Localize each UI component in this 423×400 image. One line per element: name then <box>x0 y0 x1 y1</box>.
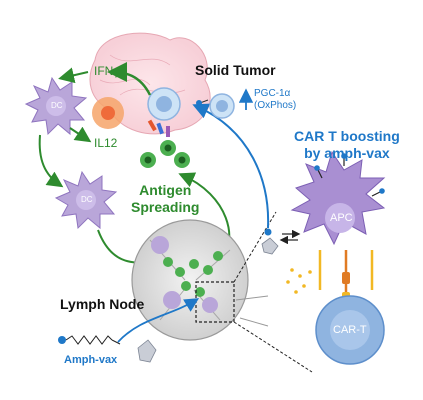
arrow-car-t-to-tumor <box>192 103 270 229</box>
car-t-cell-small <box>196 93 235 119</box>
albumin-carrier <box>137 339 157 363</box>
t-cells-cluster <box>140 140 190 168</box>
exchange-arrows <box>261 228 301 255</box>
apc-surface-ligands <box>314 153 385 197</box>
car-t-cell-in-tumor <box>147 87 181 121</box>
label-amph-vax: Amph-vax <box>64 354 118 366</box>
tumor-cell <box>92 97 124 129</box>
arrow-amph-vax-to-lymph <box>117 298 200 343</box>
arrow-dc-to-tumor <box>107 62 152 96</box>
label-car-t: CAR-T <box>333 324 367 336</box>
antigen-markers <box>147 119 170 137</box>
label-antigen-spreading: Antigen Spreading <box>131 182 200 215</box>
lymph-node-dcs <box>151 236 218 313</box>
label-pgc: PGC-1α <box>254 88 291 99</box>
arrow-il12 <box>69 126 92 143</box>
dc-top <box>24 76 88 136</box>
dc-bottom <box>54 170 118 230</box>
lymph-node-t-cells <box>163 251 223 297</box>
label-ifng: IFNγ <box>94 64 120 78</box>
cytokine-dots <box>286 268 312 294</box>
label-dc-top: DC <box>51 101 63 110</box>
label-apc: APC <box>330 212 353 224</box>
car-t-cell-large <box>315 295 385 365</box>
label-oxphos: (OxPhos) <box>254 100 297 111</box>
arrow-dc-to-dc <box>38 134 64 188</box>
arrow-ifng <box>58 67 89 84</box>
synapse-receptors <box>318 250 374 300</box>
label-solid-tumor: Solid Tumor <box>195 62 276 78</box>
amph-vax-molecule <box>58 335 121 345</box>
label-car-t-boost: CAR T boosting by amph-vax <box>294 128 400 161</box>
apc-cell <box>290 150 386 246</box>
label-dc-bottom: DC <box>81 195 93 204</box>
label-lymph-node: Lymph Node <box>60 296 145 312</box>
label-il12: IL12 <box>94 136 118 150</box>
